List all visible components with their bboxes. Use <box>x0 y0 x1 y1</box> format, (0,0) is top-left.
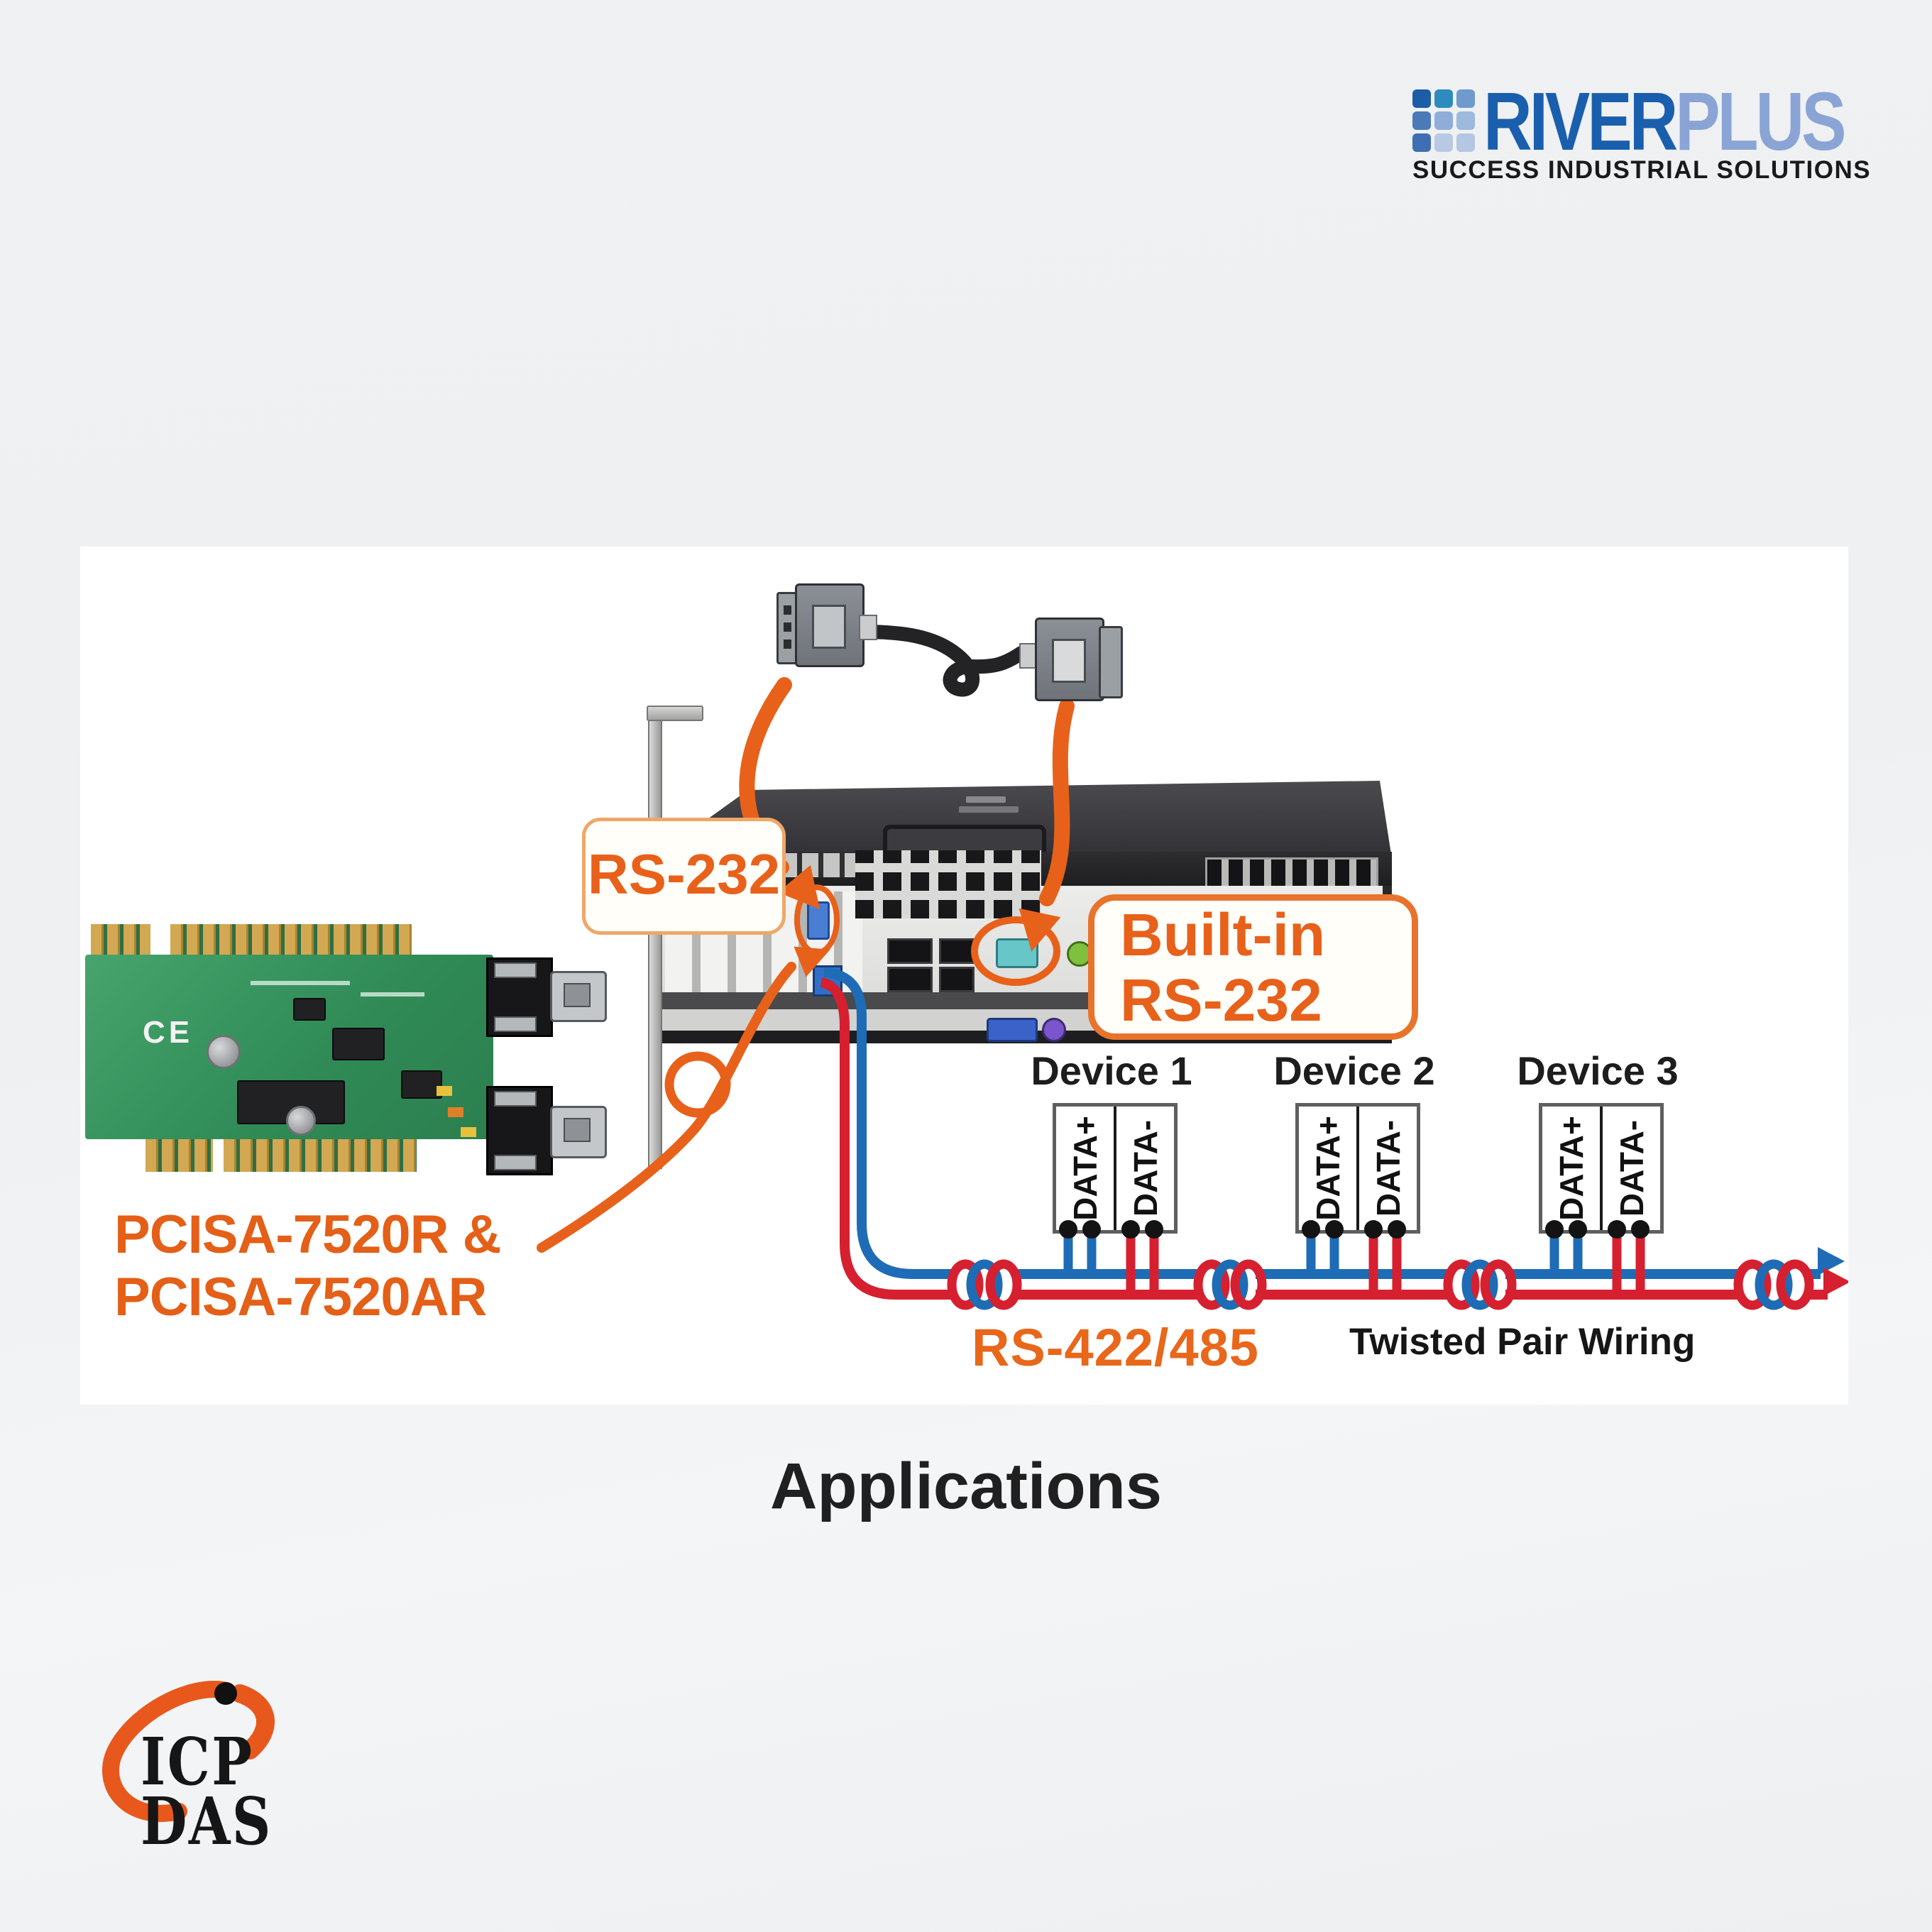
computer-vent-grid <box>855 850 1041 918</box>
terminal-data-plus: DATA+ <box>1299 1107 1359 1230</box>
brand-tagline: SUCCESS INDUSTRIAL SOLUTIONS <box>1412 156 1872 184</box>
rs232-callout: RS-232 <box>582 818 786 935</box>
card-chip <box>332 1028 385 1060</box>
brand-wordmark: RIVERPLUS <box>1483 74 1847 169</box>
vga-port <box>987 1018 1038 1042</box>
icpdas-line1: ICP <box>141 1723 254 1800</box>
usb-port <box>939 967 975 992</box>
db9-connector-plate <box>812 605 846 649</box>
brand-grid-cell <box>1456 111 1475 130</box>
pin-hole <box>784 605 791 615</box>
icpdas-logo: ICP DAS <box>99 1654 397 1895</box>
card-capacitor <box>448 1107 463 1117</box>
arrow-loop-icon <box>664 1051 731 1118</box>
wire-blue-lead <box>823 967 955 1279</box>
brand-word-secondary: PLUS <box>1675 75 1846 168</box>
brand-grid-cell <box>1412 111 1431 130</box>
card-capacitor <box>207 1035 241 1069</box>
card-model-line2: PCISA-7520AR <box>114 1267 487 1327</box>
swoosh-arc <box>102 1681 236 1822</box>
cable-boot <box>859 615 877 640</box>
card-silkscreen <box>251 981 350 985</box>
wiring-overlay <box>537 625 1848 1310</box>
computer-logo-mark <box>959 806 1019 813</box>
brand-grid-cell <box>1412 133 1431 152</box>
device-terminal-box: DATA+ DATA- <box>1295 1103 1420 1234</box>
wire-red-lead <box>820 977 955 1300</box>
swoosh-dot <box>214 1682 237 1705</box>
card-gold-fingers <box>146 1138 213 1172</box>
card-db9-port <box>550 971 607 1022</box>
serial-cable <box>854 625 1028 697</box>
terminal-data-plus: DATA+ <box>1542 1107 1603 1230</box>
brand-grid-cell <box>1434 111 1453 130</box>
usb-port <box>887 938 933 964</box>
card-db9-port <box>550 1106 607 1158</box>
card-capacitor <box>437 1086 452 1096</box>
builtin-rs232-callout: Built-in RS-232 <box>1088 894 1418 1040</box>
device-name: Device 3 <box>1517 1048 1679 1093</box>
db9-connector-plate <box>1052 639 1086 683</box>
wire-blue <box>823 967 1821 1279</box>
builtin-line1: Built-in <box>1120 901 1326 968</box>
wire-red-stubs <box>1126 1226 1645 1295</box>
device-name: Device 1 <box>1031 1048 1192 1093</box>
swoosh-arc-right <box>231 1684 275 1760</box>
rs422-485-label: RS-422/485 <box>972 1318 1259 1377</box>
highlight-ellipse-card-port <box>794 884 840 955</box>
card-gold-fingers <box>224 1138 417 1172</box>
arrow-left-head-icon <box>778 865 820 909</box>
twisted-pair-label: Twisted Pair Wiring <box>1349 1321 1696 1363</box>
terminal-dots <box>1059 1220 1650 1239</box>
wire-blue-stubs <box>1063 1226 1583 1274</box>
blue-arrowhead-icon <box>1818 1247 1845 1275</box>
card-chip <box>293 998 326 1021</box>
ce-mark: CE <box>143 1015 194 1050</box>
usb-port <box>939 938 975 964</box>
usb-port <box>887 967 933 992</box>
ps2-port <box>1042 1018 1066 1042</box>
card-capacitor <box>286 1106 316 1136</box>
card-db9-connector <box>486 957 553 1037</box>
icpdas-swoosh-icon <box>102 1681 275 1822</box>
card-model-line1: PCISA-7520R & <box>114 1204 502 1265</box>
red-arrowhead-icon <box>1823 1268 1848 1296</box>
db9-connector-flange <box>1099 626 1123 698</box>
terminal-data-plus: DATA+ <box>1056 1107 1116 1230</box>
brand-grid-cell <box>1412 89 1431 108</box>
brand-word-primary: RIVER <box>1483 75 1678 168</box>
card-bracket-tab <box>647 706 703 721</box>
arrow-right-cable-icon <box>1039 698 1075 906</box>
pin-hole <box>784 622 791 632</box>
device-terminal-box: DATA+ DATA- <box>1539 1103 1664 1234</box>
brand-grid-cell <box>1456 133 1475 152</box>
builtin-line2: RS-232 <box>1120 966 1322 1033</box>
arrow-squiggle-icon <box>537 962 796 1253</box>
brand-grid-cell <box>1456 89 1475 108</box>
computer-logo-mark <box>966 796 1006 803</box>
pin-hole <box>784 640 791 649</box>
brand-logo: RIVERPLUS SUCCESS INDUSTRIAL SOLUTIONS <box>1411 75 1894 190</box>
card-model-label: PCISA-7520R & PCISA-7520AR <box>114 1204 569 1329</box>
wire-red <box>820 977 1828 1300</box>
card-chip <box>401 1070 442 1099</box>
application-diagram: CE PCISA-7520R & PCISA-7520AR Device 1 D… <box>80 547 1848 1405</box>
device-terminal-box: DATA+ DATA- <box>1053 1103 1178 1234</box>
card-gold-fingers <box>170 924 412 957</box>
brand-grid-icon <box>1412 89 1478 153</box>
page-caption: Applications <box>769 1450 1163 1522</box>
annotation-arrows <box>537 677 1075 1253</box>
card-capacitor <box>461 1127 476 1137</box>
device-name: Device 2 <box>1273 1048 1435 1093</box>
twisted-pair-sections <box>947 1259 1814 1310</box>
brand-grid-cell <box>1434 133 1453 152</box>
card-gold-fingers <box>91 924 150 957</box>
highlight-ellipse-builtin-port <box>971 916 1060 986</box>
card-silkscreen <box>361 992 424 997</box>
brand-grid-cell <box>1434 89 1453 108</box>
icpdas-line2: DAS <box>141 1783 273 1860</box>
